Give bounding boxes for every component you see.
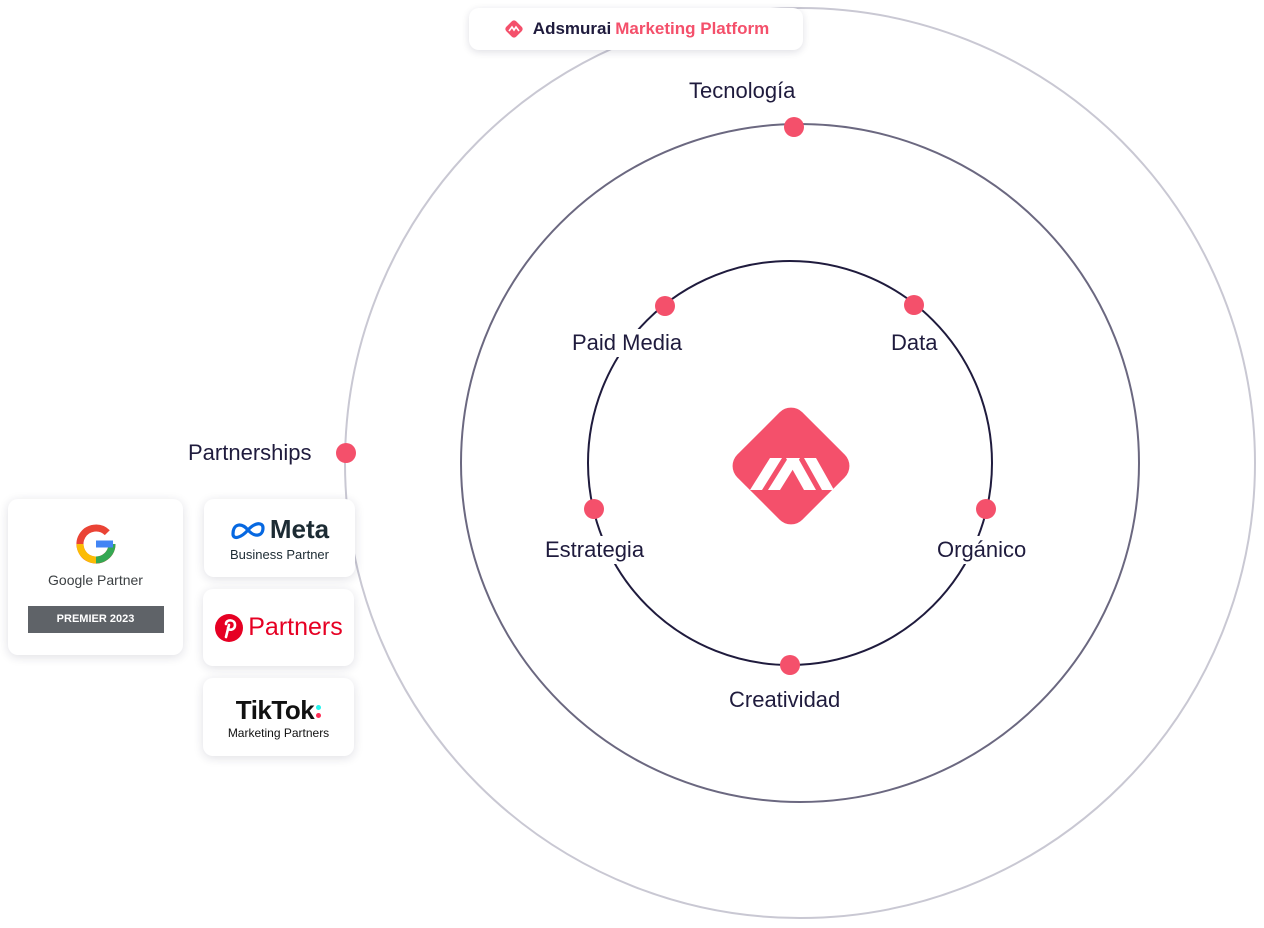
- label-data: Data: [889, 329, 940, 357]
- google-partner-badge: PREMIER 2023: [27, 605, 164, 633]
- google-partner-name: Google Partner: [48, 571, 143, 588]
- label-tecnologia: Tecnología: [687, 77, 798, 105]
- pinterest-p-icon: [215, 613, 244, 642]
- meta-partner-card: Meta Business Partner: [204, 499, 355, 577]
- google-partner-card: Google Partner PREMIER 2023: [8, 499, 183, 655]
- meta-sub: Business Partner: [230, 547, 329, 562]
- brand-name: Adsmurai: [532, 19, 612, 38]
- brand-product: Marketing Platform: [615, 19, 770, 38]
- node-data: [904, 295, 924, 315]
- label-estrategia: Estrategia: [543, 536, 647, 564]
- pinterest-name: Partners: [248, 613, 343, 641]
- node-tecnologia: [784, 117, 804, 137]
- node-partnerships: [336, 443, 356, 463]
- label-partnerships: Partnerships: [186, 439, 314, 467]
- node-organico: [976, 499, 996, 519]
- adsmurai-logo-icon: [505, 20, 523, 38]
- node-paid-media: [655, 296, 675, 316]
- google-g-icon: [76, 524, 115, 563]
- meta-infinity-icon: [231, 521, 265, 539]
- node-estrategia: [584, 499, 604, 519]
- tiktok-colon-icon: [316, 705, 322, 719]
- tiktok-sub: Marketing Partners: [227, 725, 330, 740]
- label-organico: Orgánico: [935, 536, 1029, 564]
- label-paid-media: Paid Media: [570, 329, 685, 357]
- outer-ring: [344, 7, 1256, 919]
- tiktok-partner-card: TikTok Marketing Partners: [203, 678, 354, 756]
- node-creatividad: [780, 655, 800, 675]
- meta-name: Meta: [269, 514, 330, 544]
- label-creatividad: Creatividad: [727, 686, 843, 714]
- tiktok-name: TikTok: [235, 694, 315, 725]
- adsmurai-center-logo-icon: [732, 407, 850, 525]
- pinterest-partner-card: Partners: [203, 589, 354, 666]
